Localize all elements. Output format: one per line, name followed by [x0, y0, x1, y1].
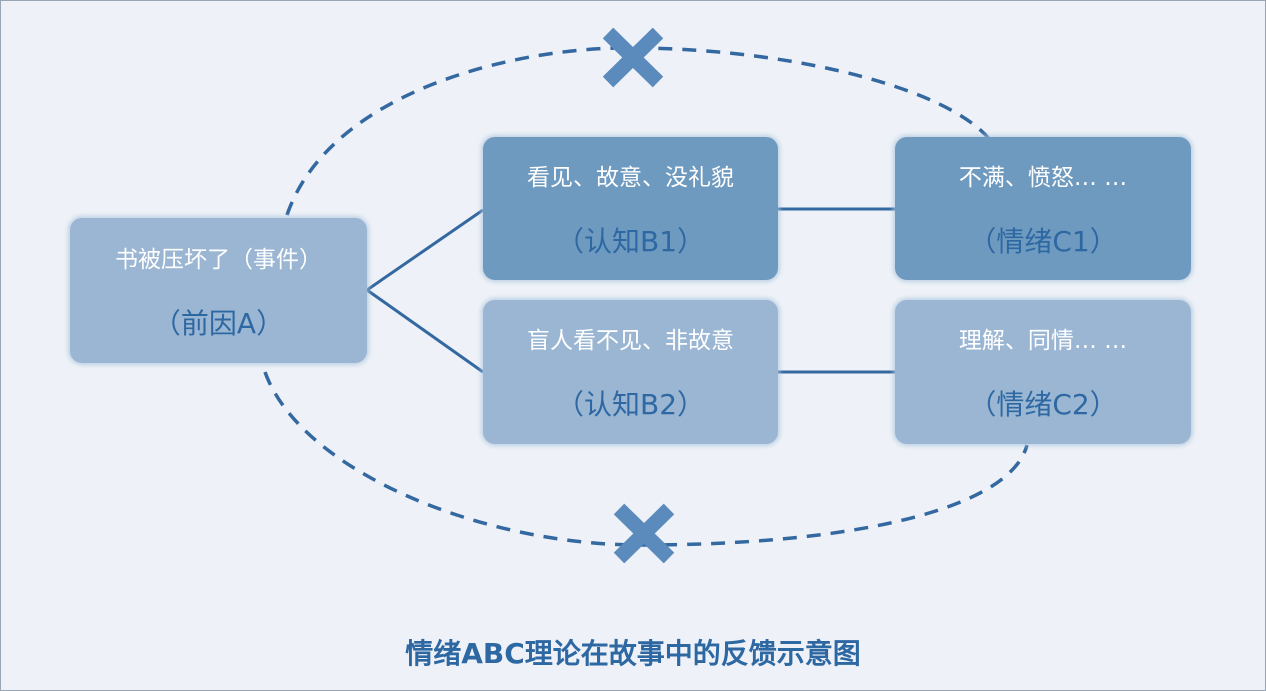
node-text: 不满、愤怒… … [958, 164, 1128, 191]
node-emotion-c1: 不满、愤怒… … （情绪C1） [895, 137, 1191, 280]
node-text: 看见、故意、没礼貌 [527, 164, 734, 191]
node-text: 书被压坏了（事件） [115, 246, 322, 273]
node-belief-b2: 盲人看不见、非故意 （认知B2） [483, 300, 778, 444]
node-label: （认知B1） [555, 224, 706, 258]
node-text: 盲人看不见、非故意 [527, 328, 734, 354]
node-belief-b1: 看见、故意、没礼貌 （认知B1） [483, 137, 778, 280]
node-label: （情绪C1） [968, 224, 1118, 258]
diagram-title: 情绪ABC理论在故事中的反馈示意图 [405, 637, 861, 670]
node-label: （认知B2） [555, 388, 706, 421]
link-a-b1 [366, 208, 484, 292]
cross-icon-upper [602, 27, 664, 88]
cross-icon-lower [613, 503, 675, 564]
node-label: （前因A） [152, 306, 285, 340]
node-label: （情绪C2） [968, 388, 1118, 421]
node-emotion-c2: 理解、同情… … （情绪C2） [895, 300, 1191, 444]
node-antecedent-a: 书被压坏了（事件） （前因A） [70, 218, 367, 363]
link-a-b2 [366, 288, 484, 374]
node-text: 理解、同情… … [958, 328, 1128, 354]
